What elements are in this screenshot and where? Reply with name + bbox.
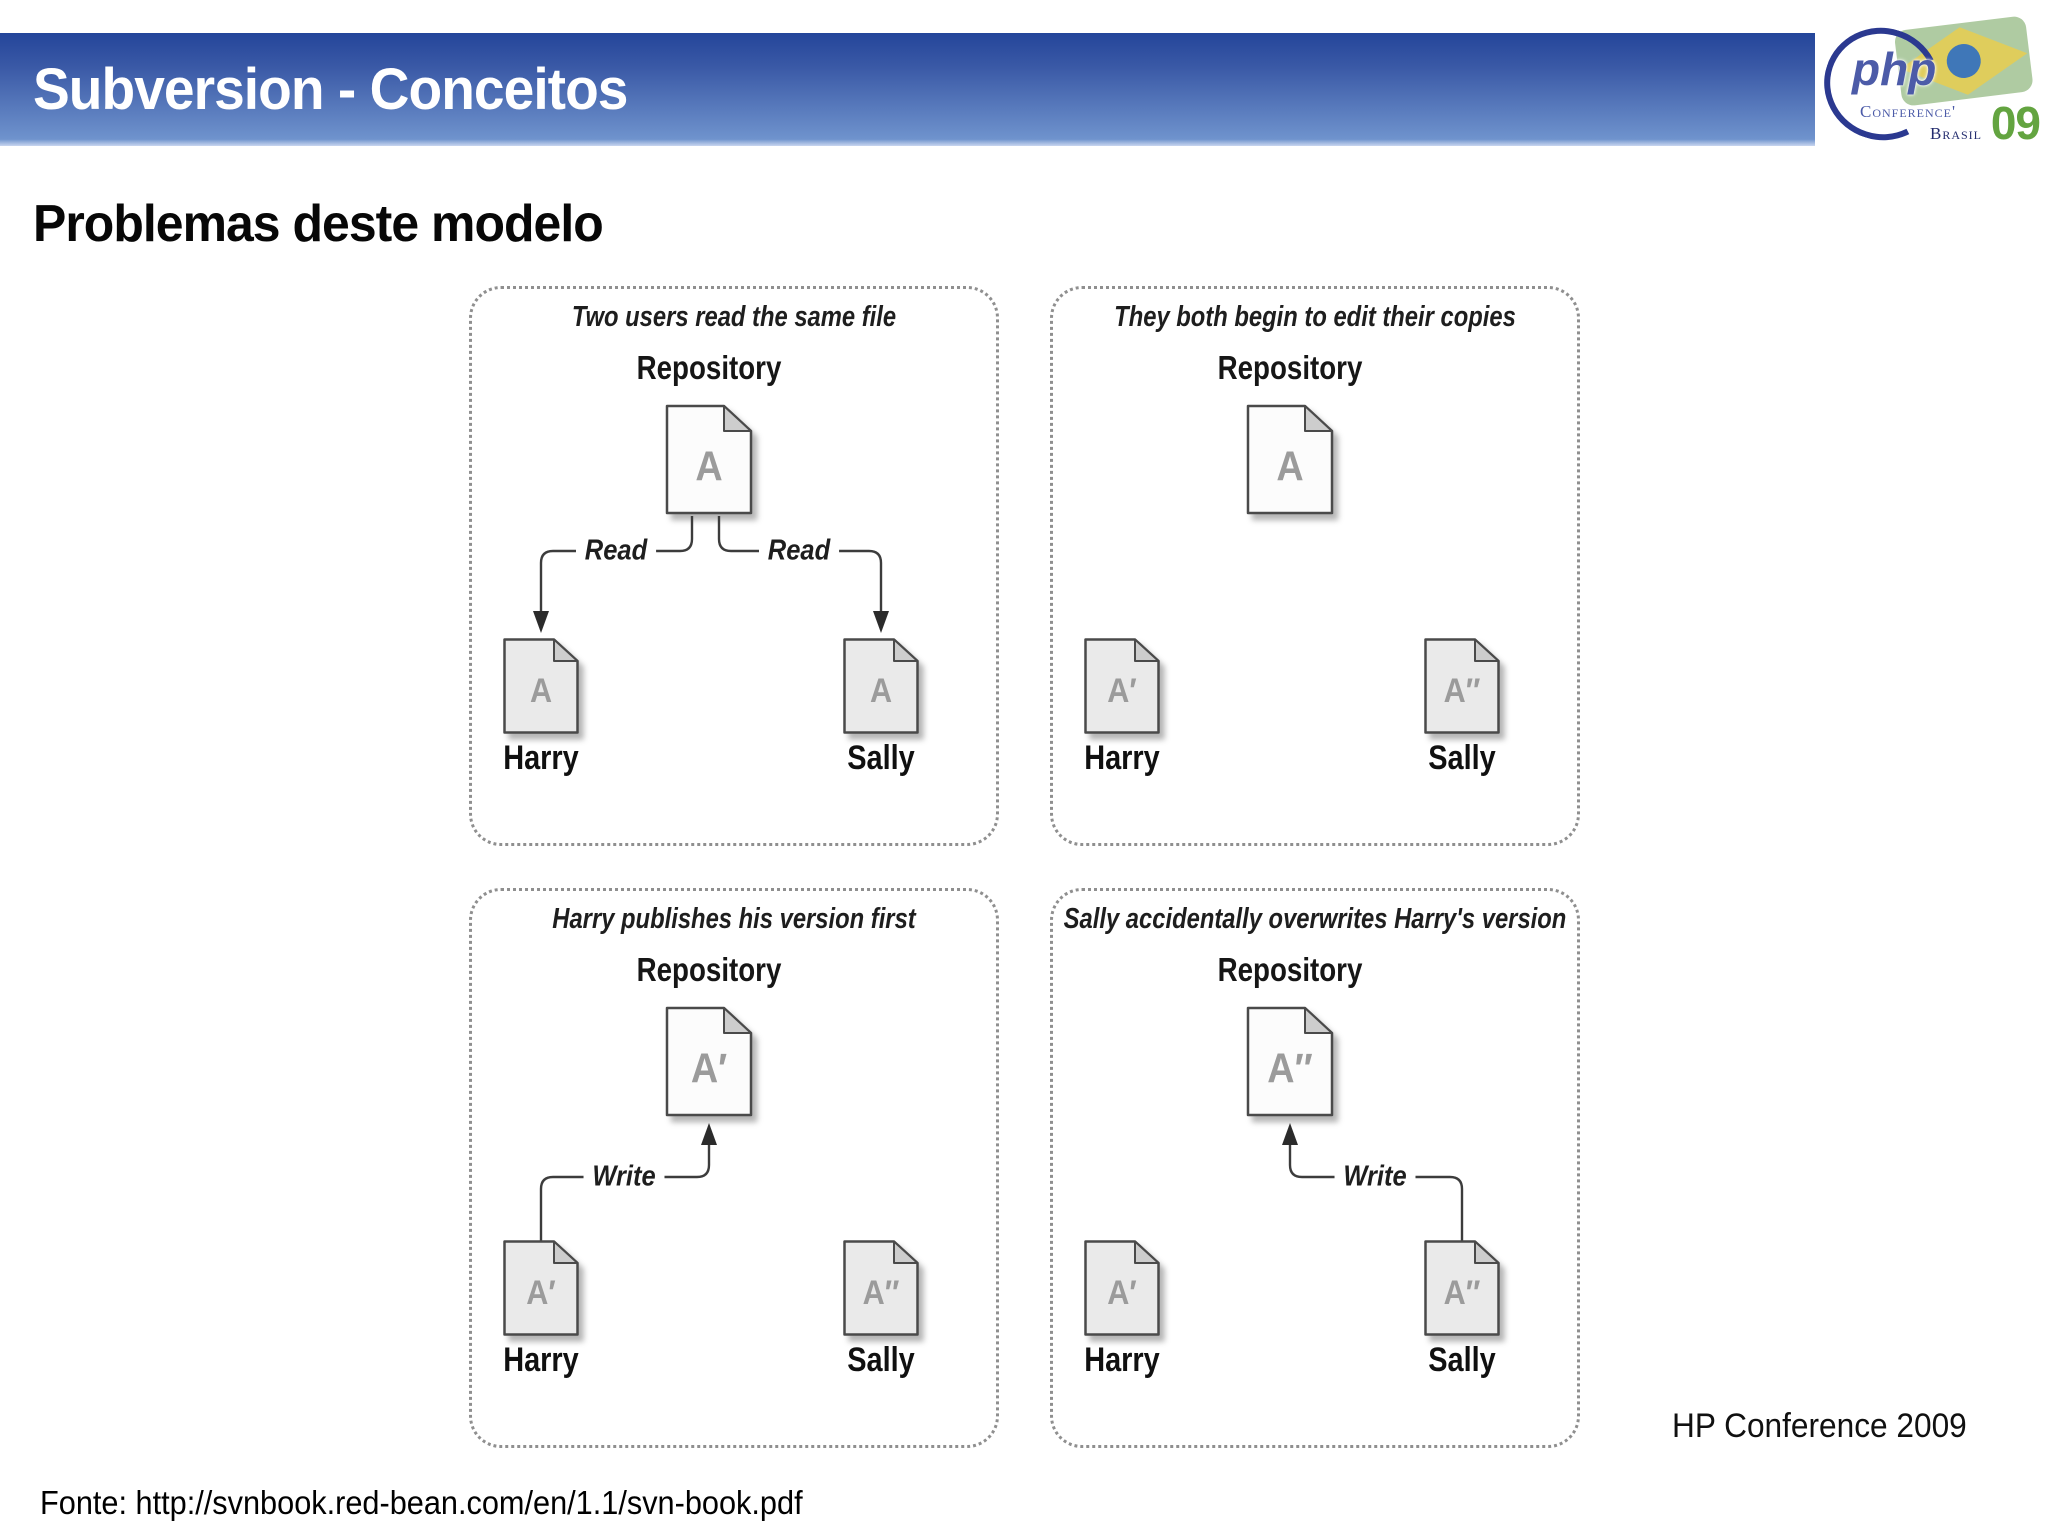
repository-file-icon: A″ bbox=[1245, 1005, 1335, 1118]
file-letter: A bbox=[1276, 442, 1304, 490]
file-letter: A bbox=[529, 671, 553, 710]
panel-title: Two users read the same file bbox=[571, 301, 897, 333]
file-letter: A bbox=[869, 671, 893, 710]
file-letter: A bbox=[695, 442, 723, 490]
sally-label: Sally bbox=[1428, 1341, 1496, 1379]
panel-title: Sally accidentally overwrites Harry's ve… bbox=[1063, 903, 1567, 935]
sally-file-icon: A″ bbox=[1423, 1239, 1501, 1337]
harry-label: Harry bbox=[1084, 739, 1160, 777]
php-conference-logo: php Conference' Brasil 09 bbox=[1809, 12, 2042, 158]
repository-label: Repository bbox=[1217, 951, 1363, 988]
repository-label: Repository bbox=[636, 349, 782, 386]
conference-note: HP Conference 2009 bbox=[1672, 1407, 1967, 1445]
repository-label: Repository bbox=[1217, 349, 1363, 386]
file-letter: A′ bbox=[1107, 671, 1137, 710]
repository-file-icon: A bbox=[1245, 403, 1335, 516]
file-letter: A′ bbox=[1107, 1273, 1137, 1312]
read-label-left: Read bbox=[575, 534, 657, 568]
repository-file-icon: A′ bbox=[664, 1005, 754, 1118]
file-letter: A″ bbox=[1443, 671, 1481, 710]
harry-label: Harry bbox=[503, 739, 579, 777]
diagram-panel-read: Two users read the same file Repository … bbox=[469, 286, 999, 846]
file-letter: A″ bbox=[1267, 1044, 1313, 1092]
sally-file-icon: A bbox=[842, 637, 920, 735]
harry-file-icon: A bbox=[502, 637, 580, 735]
write-label: Write bbox=[1334, 1160, 1416, 1194]
harry-file-icon: A′ bbox=[1083, 1239, 1161, 1337]
logo-year-text: 09 bbox=[1990, 97, 2041, 149]
file-letter: A″ bbox=[1443, 1273, 1481, 1312]
repository-file-icon: A bbox=[664, 403, 754, 516]
panel-title: They both begin to edit their copies bbox=[1114, 301, 1516, 333]
file-letter: A′ bbox=[690, 1044, 728, 1092]
logo-php-text: php bbox=[1852, 43, 1937, 95]
diagram-panel-edit: They both begin to edit their copies Rep… bbox=[1050, 286, 1580, 846]
sally-file-icon: A″ bbox=[842, 1239, 920, 1337]
diagram-panel-harry-write: Harry publishes his version first Reposi… bbox=[469, 888, 999, 1448]
panel-title: Harry publishes his version first bbox=[552, 903, 916, 935]
sally-label: Sally bbox=[847, 739, 915, 777]
harry-label: Harry bbox=[1084, 1341, 1160, 1379]
sally-label: Sally bbox=[1428, 739, 1496, 777]
brazil-flag-icon bbox=[1894, 16, 2033, 106]
sally-label: Sally bbox=[847, 1341, 915, 1379]
page-title: Problemas deste modelo bbox=[33, 195, 604, 253]
diagram-panel-sally-write: Sally accidentally overwrites Harry's ve… bbox=[1050, 888, 1580, 1448]
file-letter: A″ bbox=[862, 1273, 900, 1312]
source-reference: Fonte: http://svnbook.red-bean.com/en/1.… bbox=[40, 1484, 803, 1521]
harry-file-icon: A′ bbox=[1083, 637, 1161, 735]
harry-label: Harry bbox=[503, 1341, 579, 1379]
harry-file-icon: A′ bbox=[502, 1239, 580, 1337]
file-letter: A′ bbox=[526, 1273, 556, 1312]
write-label: Write bbox=[583, 1160, 665, 1194]
slide-title: Subversion - Conceitos bbox=[33, 57, 628, 122]
header-bar: Subversion - Conceitos bbox=[0, 33, 1815, 146]
logo-conference-text: Conference' bbox=[1860, 102, 1957, 121]
sally-file-icon: A″ bbox=[1423, 637, 1501, 735]
logo-brasil-text: Brasil bbox=[1930, 124, 1983, 143]
read-label-right: Read bbox=[758, 534, 840, 568]
repository-label: Repository bbox=[636, 951, 782, 988]
